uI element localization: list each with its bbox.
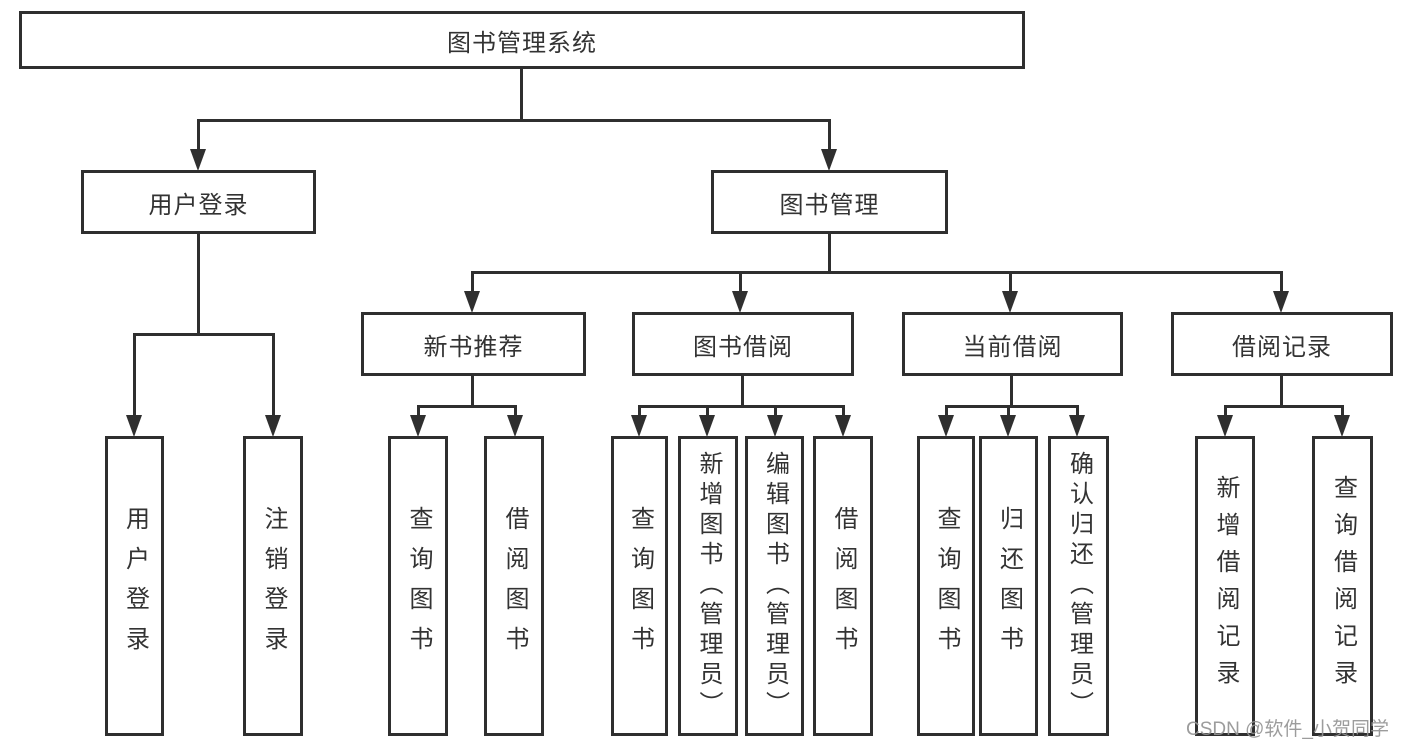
connector-line — [133, 333, 136, 419]
leaf-borrow-books-recommend: 借阅图书 — [484, 436, 544, 736]
connector-line — [471, 376, 474, 407]
leaf-return-book: 归还图书 — [979, 436, 1038, 736]
connector-line — [638, 405, 845, 408]
node-book-borrow: 图书借阅 — [632, 312, 854, 376]
arrow-down-icon — [631, 415, 647, 437]
leaf-query-books-borrow: 查询图书 — [611, 436, 668, 736]
connector-line — [514, 405, 517, 419]
connector-line — [133, 333, 275, 336]
leaf-query-borrow-record: 查询借阅记录 — [1312, 436, 1373, 736]
node-label: 图书管理 — [779, 191, 880, 219]
connector-line — [774, 405, 777, 419]
arrow-down-icon — [1000, 415, 1016, 437]
node-label: 确认归还（管理员） — [1065, 451, 1093, 721]
leaf-query-books-recommend: 查询图书 — [388, 436, 448, 736]
node-label: 归还图书 — [995, 506, 1023, 666]
leaf-confirm-return-admin: 确认归还（管理员） — [1048, 436, 1109, 736]
node-label: 借阅图书 — [501, 506, 528, 666]
connector-line — [638, 405, 641, 419]
connector-line — [706, 405, 709, 419]
connector-line — [1076, 405, 1079, 419]
node-new-book-recommend: 新书推荐 — [361, 312, 586, 376]
leaf-edit-book-admin: 编辑图书（管理员） — [745, 436, 804, 736]
node-label: 查询图书 — [405, 506, 432, 666]
connector-line — [1280, 376, 1283, 407]
node-label: 图书借阅 — [693, 333, 793, 361]
node-book-management: 图书管理 — [711, 170, 948, 234]
leaf-query-books-current: 查询图书 — [917, 436, 975, 736]
arrow-down-icon — [767, 415, 783, 437]
node-label: 图书管理系统 — [447, 29, 597, 57]
arrow-down-icon — [835, 415, 851, 437]
arrow-down-icon — [821, 149, 837, 171]
connector-line — [471, 271, 1283, 274]
connector-line — [197, 119, 831, 122]
node-label: 用户登录 — [121, 506, 149, 666]
node-label: 新增图书（管理员） — [695, 451, 722, 721]
connector-line — [197, 119, 200, 153]
connector-line — [739, 271, 742, 295]
node-label: 当前借阅 — [962, 333, 1063, 361]
arrow-down-icon — [1334, 415, 1350, 437]
node-label: 借阅记录 — [1232, 333, 1332, 361]
connector-line — [1009, 271, 1012, 295]
node-library-management-system: 图书管理系统 — [19, 11, 1025, 69]
arrow-down-icon — [1069, 415, 1085, 437]
connector-line — [945, 405, 1079, 408]
node-label: 注销登录 — [260, 506, 287, 666]
connector-line — [1341, 405, 1344, 419]
arrow-down-icon — [1273, 291, 1289, 313]
arrow-down-icon — [126, 415, 142, 437]
connector-line — [1280, 271, 1283, 295]
watermark: CSDN @软件_小贺同学 — [1186, 719, 1389, 740]
connector-line — [272, 333, 275, 419]
arrow-down-icon — [699, 415, 715, 437]
leaf-user-login: 用户登录 — [105, 436, 164, 736]
connector-line — [1010, 376, 1013, 407]
leaf-logout: 注销登录 — [243, 436, 303, 736]
node-label: 新书推荐 — [423, 333, 524, 361]
node-label: 借阅图书 — [830, 506, 857, 666]
node-label: 查询图书 — [626, 506, 654, 666]
node-label: 编辑图书（管理员） — [761, 451, 789, 721]
arrow-down-icon — [410, 415, 426, 437]
arrow-down-icon — [464, 291, 480, 313]
connector-line — [945, 405, 948, 419]
arrow-down-icon — [507, 415, 523, 437]
leaf-add-book-admin: 新增图书（管理员） — [678, 436, 738, 736]
leaf-add-borrow-record: 新增借阅记录 — [1195, 436, 1255, 736]
node-borrow-record: 借阅记录 — [1171, 312, 1393, 376]
arrow-down-icon — [1002, 291, 1018, 313]
node-current-borrow: 当前借阅 — [902, 312, 1123, 376]
connector-line — [842, 405, 845, 419]
connector-line — [1007, 405, 1010, 419]
connector-line — [828, 119, 831, 153]
connector-line — [417, 405, 517, 408]
node-user-login: 用户登录 — [81, 170, 316, 234]
leaf-borrow-book: 借阅图书 — [813, 436, 873, 736]
connector-line — [1224, 405, 1344, 408]
arrow-down-icon — [938, 415, 954, 437]
connector-line — [828, 234, 831, 274]
connector-line — [471, 271, 474, 295]
arrow-down-icon — [265, 415, 281, 437]
node-label: 查询图书 — [933, 506, 960, 666]
connector-line — [520, 69, 523, 122]
arrow-down-icon — [190, 149, 206, 171]
node-label: 用户登录 — [148, 191, 249, 219]
connector-line — [197, 234, 200, 336]
node-label: 新增借阅记录 — [1212, 475, 1239, 697]
arrow-down-icon — [732, 291, 748, 313]
connector-line — [741, 376, 744, 407]
node-label: 查询借阅记录 — [1329, 475, 1357, 697]
connector-line — [417, 405, 420, 419]
arrow-down-icon — [1217, 415, 1233, 437]
connector-line — [1224, 405, 1227, 419]
